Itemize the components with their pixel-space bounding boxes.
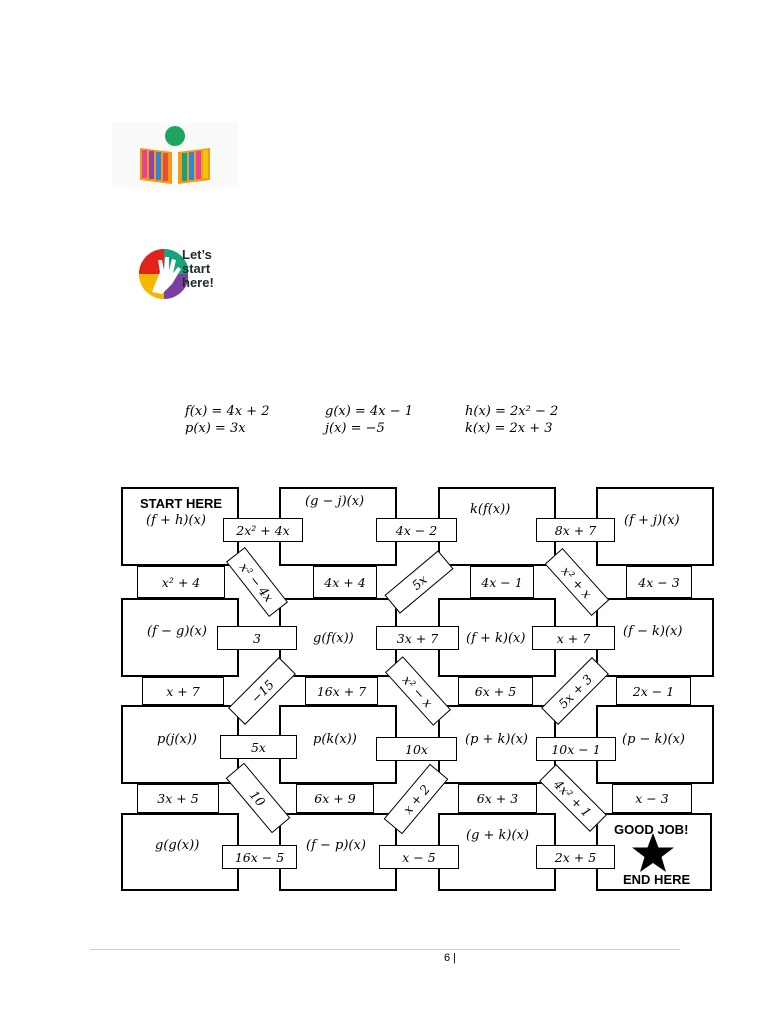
maze-prompt: g(g(x)) [155, 838, 200, 853]
maze-prompt: (f + j)(x) [624, 513, 680, 528]
answer-card: 6x + 3 [458, 784, 537, 813]
answer-card: 4x + 4 [313, 566, 377, 598]
answer-card: x + 7 [532, 626, 615, 650]
answer-card: 4x − 1 [470, 566, 534, 598]
answer-card: 2x² + 4x [223, 518, 303, 542]
maze-box [279, 813, 397, 891]
function-p: p(x) = 3x [185, 421, 246, 436]
lets-start-here-logo: Let’s start here! [138, 248, 242, 302]
answer-card: x + 7 [142, 677, 224, 705]
function-g: g(x) = 4x − 1 [325, 404, 413, 419]
hand-circle-icon [139, 249, 189, 299]
maze-box [121, 705, 239, 784]
maze-prompt: (f − g)(x) [147, 624, 207, 639]
maze-prompt: (f − k)(x) [623, 624, 683, 639]
maze-prompt: (f + k)(x) [466, 631, 526, 646]
maze-box [121, 813, 239, 891]
open-book-reader-icon [112, 122, 238, 188]
answer-card: 4x − 3 [626, 566, 692, 598]
answer-card: 3x + 5 [137, 784, 219, 813]
answer-card: 16x − 5 [222, 845, 297, 869]
answer-card: 6x + 5 [458, 677, 533, 705]
answer-card: x² + 4 [137, 566, 225, 598]
maze-prompt: (f + h)(x) [146, 513, 206, 528]
start-text-line-3: here! [182, 275, 214, 290]
answer-card: 3x + 7 [376, 626, 459, 650]
page-number: 6 | [444, 952, 457, 964]
maze-prompt: g(f(x)) [313, 631, 354, 646]
answer-card: 10x [376, 737, 457, 761]
start-text-line-1: Let’s [182, 247, 212, 262]
end-here-label: END HERE [623, 872, 691, 887]
function-k: k(x) = 2x + 3 [465, 421, 553, 436]
book-logo [112, 122, 238, 188]
star-icon [632, 833, 674, 872]
answer-card: 2x + 5 [536, 845, 615, 869]
maze-prompt: (g + k)(x) [466, 828, 529, 843]
maze-prompt: (p − k)(x) [622, 732, 685, 747]
function-h: h(x) = 2x² − 2 [465, 404, 559, 419]
maze-prompt: k(f(x)) [470, 502, 511, 517]
footer-divider [90, 949, 680, 950]
maze-box [596, 487, 714, 566]
start-here-title: START HERE [140, 496, 223, 511]
lets-start-here-text: Let’s start here! [182, 248, 214, 290]
maze-box-start [121, 487, 239, 566]
answer-card: 16x + 7 [305, 677, 378, 705]
answer-card: 2x − 1 [616, 677, 691, 705]
answer-card: 8x + 7 [536, 518, 615, 542]
maze-prompt: p(k(x)) [313, 732, 357, 747]
answer-card: 3 [217, 626, 297, 650]
answer-card: 10x − 1 [536, 737, 616, 761]
maze-prompt: p(j(x)) [157, 732, 197, 747]
maze-prompt: (f − p)(x) [306, 838, 366, 853]
answer-card: x − 5 [379, 845, 459, 869]
maze-prompt: (p + k)(x) [465, 732, 528, 747]
maze-box [596, 598, 714, 677]
answer-card: 5x [220, 735, 297, 759]
good-job-title: GOOD JOB! [614, 822, 689, 837]
start-text-line-2: start [182, 261, 211, 276]
answer-card: x − 3 [612, 784, 692, 813]
function-j: j(x) = −5 [325, 421, 385, 436]
function-f: f(x) = 4x + 2 [185, 404, 270, 419]
answer-card: 6x + 9 [296, 784, 374, 813]
answer-card: 4x − 2 [376, 518, 457, 542]
maze-prompt: (g − j)(x) [305, 494, 365, 509]
